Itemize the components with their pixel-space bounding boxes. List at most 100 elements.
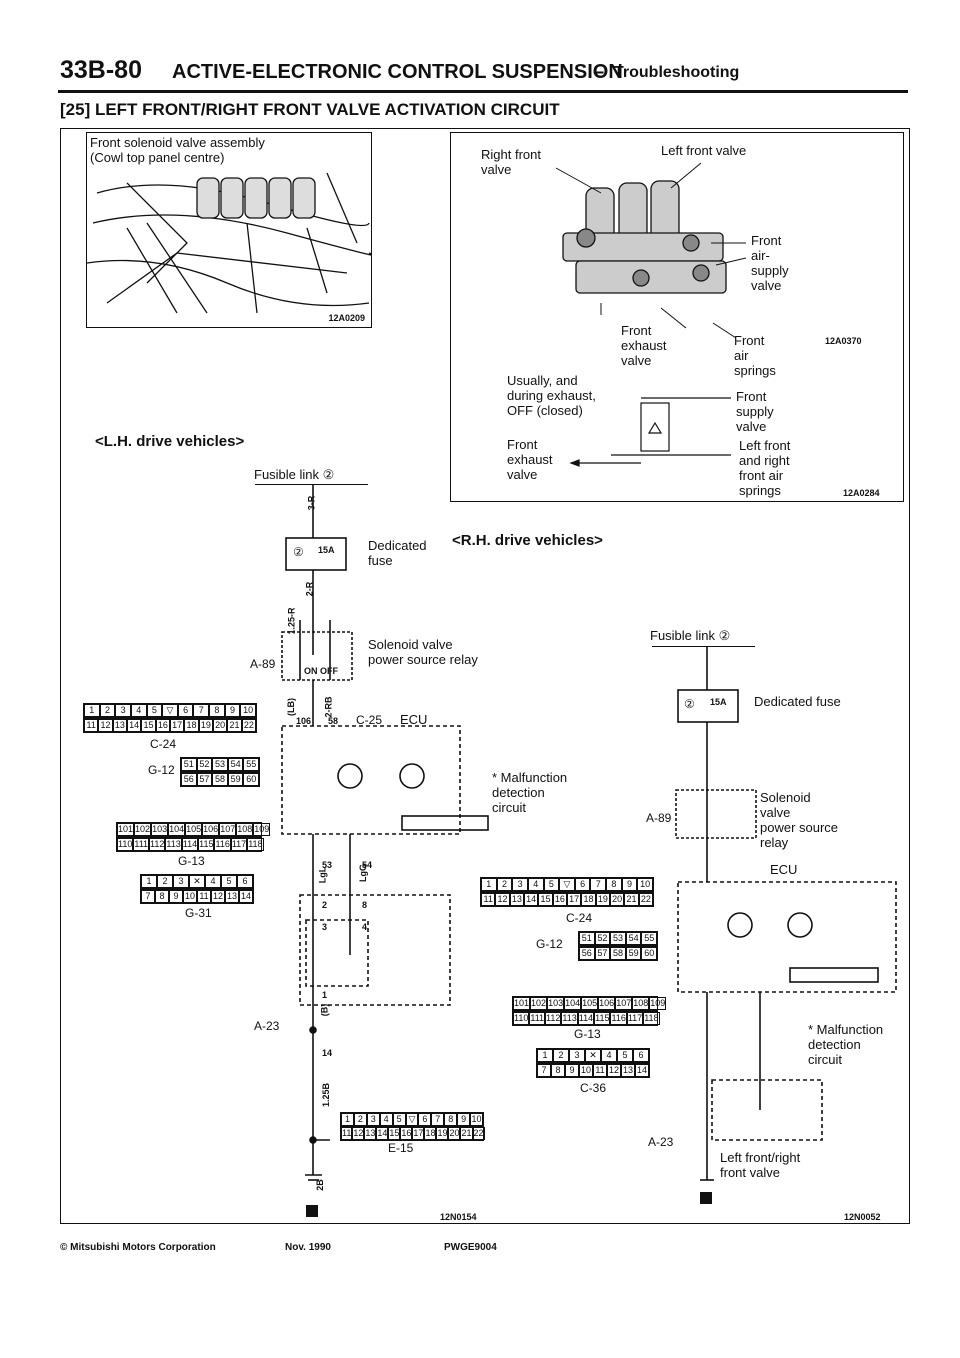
lh-relay-label: Solenoid valve power source relay bbox=[368, 637, 478, 667]
connector-pin: ✕ bbox=[189, 875, 205, 888]
connector-pin: 5 bbox=[543, 878, 560, 891]
connector-pin: 8 bbox=[209, 704, 225, 717]
connector-pin: 59 bbox=[227, 773, 244, 786]
connector-pin: 7 bbox=[431, 1113, 445, 1126]
connector-pin: 1 bbox=[141, 875, 157, 888]
rh-relay-label: Solenoid valve power source relay bbox=[760, 790, 839, 850]
connector-pin: 2 bbox=[157, 875, 173, 888]
rh-ecu-label: ECU bbox=[770, 862, 798, 877]
header-rule bbox=[58, 90, 908, 93]
connector-pin: 106 bbox=[598, 997, 616, 1010]
valve-assembly-illustration bbox=[555, 162, 747, 339]
lh-relay-connector: A-89 bbox=[250, 657, 276, 671]
connector-pin: 15 bbox=[141, 719, 156, 732]
connector-pin: 7 bbox=[590, 878, 607, 891]
connector-pin: 5 bbox=[221, 875, 237, 888]
connector-pin: 13 bbox=[509, 893, 524, 906]
connector-pin: 55 bbox=[243, 758, 259, 771]
connector-pin: 4 bbox=[130, 704, 147, 717]
page-title: ACTIVE-ELECTRONIC CONTROL SUSPENSION bbox=[172, 61, 623, 83]
connector-pin: 111 bbox=[529, 1012, 546, 1025]
photo-caption: Front solenoid valve assembly (Cowl top … bbox=[90, 135, 265, 165]
lh-pin-14: 14 bbox=[322, 1048, 333, 1058]
rh-g13-label: G-13 bbox=[574, 1027, 601, 1041]
connector-pin: 116 bbox=[610, 1012, 627, 1025]
connector-pin: 14 bbox=[635, 1064, 649, 1077]
connector-pin: 9 bbox=[565, 1064, 579, 1077]
valve-panel: Right front valve Left front valve Front… bbox=[450, 132, 904, 502]
front-air-supply-valve-label: Front air- supply valve bbox=[751, 233, 789, 293]
lh-pin-58: 58 bbox=[328, 716, 339, 726]
rh-ground-marker bbox=[700, 1192, 712, 1204]
connector-pin: 22 bbox=[638, 893, 653, 906]
lh-fuse-number: ② bbox=[293, 545, 304, 559]
connector-pin: 10 bbox=[240, 704, 256, 717]
connector-pin: 15 bbox=[388, 1127, 401, 1140]
usually-off-label: Usually, and during exhaust, OFF (closed… bbox=[507, 373, 596, 418]
connector-pin: 3 bbox=[569, 1049, 585, 1062]
connector-pin: 118 bbox=[247, 838, 264, 851]
lh-pin-1: 1 bbox=[322, 990, 328, 1000]
connector-pin: 112 bbox=[545, 1012, 562, 1025]
connector-pin: 9 bbox=[621, 878, 638, 891]
lh-g13-label: G-13 bbox=[178, 854, 205, 868]
connector-pin: 6 bbox=[418, 1113, 432, 1126]
connector-pin: 4 bbox=[527, 878, 544, 891]
connector-pin: 10 bbox=[637, 878, 653, 891]
schematic-front-exhaust-label: Front exhaust valve bbox=[507, 437, 553, 482]
connector-pin: ✕ bbox=[585, 1049, 601, 1062]
connector-pin: 16 bbox=[155, 719, 170, 732]
connector-pin: 112 bbox=[149, 838, 166, 851]
connector-pin: 117 bbox=[230, 838, 248, 851]
connector-pin: 109 bbox=[649, 997, 667, 1010]
connector-pin: 103 bbox=[151, 823, 169, 836]
lh-pin-3: 3 bbox=[322, 922, 328, 932]
connector-pin: 118 bbox=[643, 1012, 660, 1025]
page-number: 33B-80 bbox=[60, 56, 142, 84]
connector-pin: 53 bbox=[610, 932, 626, 945]
front-exhaust-valve-label: Front exhaust valve bbox=[621, 323, 667, 368]
rh-malfunction-label: * Malfunction detection circuit bbox=[808, 1022, 884, 1067]
lh-malfunction-label: * Malfunction detection circuit bbox=[492, 770, 568, 815]
connector-pin: 11 bbox=[481, 893, 496, 906]
connector-pin: 114 bbox=[577, 1012, 595, 1025]
connector-pin: 105 bbox=[185, 823, 203, 836]
connector-pin: 105 bbox=[581, 997, 599, 1010]
connector-pin: 2 bbox=[99, 704, 116, 717]
connector-pin: 6 bbox=[237, 875, 253, 888]
rh-relay-connector: A-89 bbox=[646, 811, 672, 825]
right-front-valve-label: Right front valve bbox=[481, 147, 541, 177]
connector-pin: 7 bbox=[537, 1064, 551, 1077]
connector-pin: 55 bbox=[641, 932, 657, 945]
connector-pin: 8 bbox=[606, 878, 622, 891]
connector-pin: 111 bbox=[133, 838, 150, 851]
connector-pin: 101 bbox=[117, 823, 135, 836]
connector-pin: 115 bbox=[594, 1012, 611, 1025]
rh-left-right-valve-label: Left front/right front valve bbox=[720, 1150, 801, 1180]
connector-pin: 5 bbox=[146, 704, 163, 717]
connector-pin: 19 bbox=[595, 893, 610, 906]
connector-pin: 101 bbox=[513, 997, 531, 1010]
rh-code: 12N0052 bbox=[844, 1212, 881, 1222]
connector-pin: 1 bbox=[84, 704, 100, 717]
valve-code: 12A0370 bbox=[825, 336, 862, 346]
connector-pin: 12 bbox=[211, 890, 225, 903]
connector-pin: 20 bbox=[609, 893, 625, 906]
connector-pin: 52 bbox=[196, 758, 213, 771]
rh-a23-label: A-23 bbox=[648, 1135, 674, 1149]
lh-drive-heading: <L.H. drive vehicles> bbox=[95, 433, 245, 450]
lh-ground-marker bbox=[306, 1205, 318, 1217]
connector-pin: 59 bbox=[625, 947, 642, 960]
lh-dedicated-fuse-label: Dedicated fuse bbox=[368, 538, 427, 568]
lh-pin-4: 4 bbox=[362, 922, 368, 932]
connector-pin: 10 bbox=[470, 1113, 483, 1126]
schematic-code: 12A0284 bbox=[843, 488, 880, 498]
